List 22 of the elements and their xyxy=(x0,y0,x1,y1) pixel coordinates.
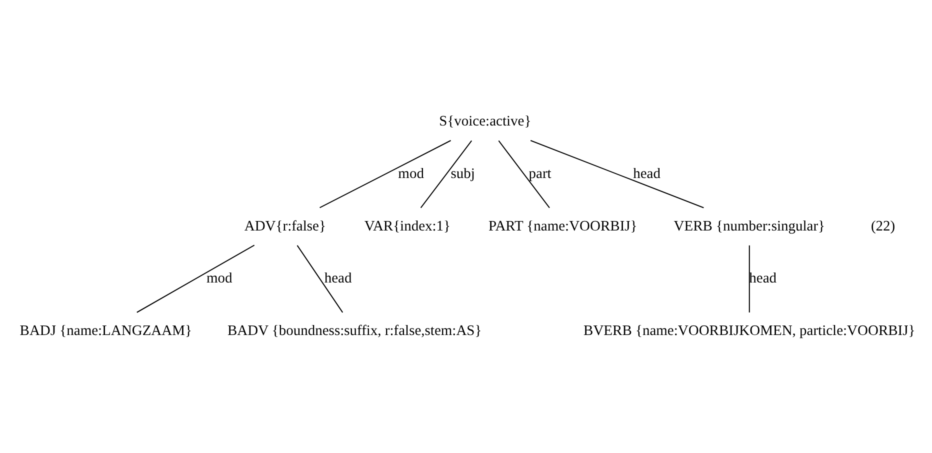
node-text: BVERB {name:VOORBIJKOMEN, particle:VOORBIJ} xyxy=(583,322,915,339)
edge-label: subj xyxy=(450,166,474,182)
connector xyxy=(748,245,750,312)
node-text: BADJ {name:LANGZAAM} xyxy=(19,322,192,339)
label: (22) xyxy=(870,218,895,234)
connector xyxy=(319,140,450,208)
connector xyxy=(296,245,343,313)
edge-label: head xyxy=(632,166,660,182)
node-text: PART {name:VOORBIJ} xyxy=(488,218,637,234)
node-text: VAR{index:1} xyxy=(364,218,450,234)
edge-label: part xyxy=(528,166,551,182)
connector xyxy=(420,140,472,208)
connector xyxy=(530,140,704,208)
edge-label: mod xyxy=(206,270,232,287)
node-text: ADV{r:false} xyxy=(244,218,326,234)
connector xyxy=(498,140,550,208)
edge-label: head xyxy=(324,270,352,287)
node-text: S{voice:active} xyxy=(438,114,531,130)
node-text: BADV {boundness:suffix, r:false,stem:AS} xyxy=(226,322,482,339)
connector xyxy=(136,244,254,313)
node-text: VERB {number:singular} xyxy=(673,218,825,234)
edge-label: mod xyxy=(398,166,424,182)
